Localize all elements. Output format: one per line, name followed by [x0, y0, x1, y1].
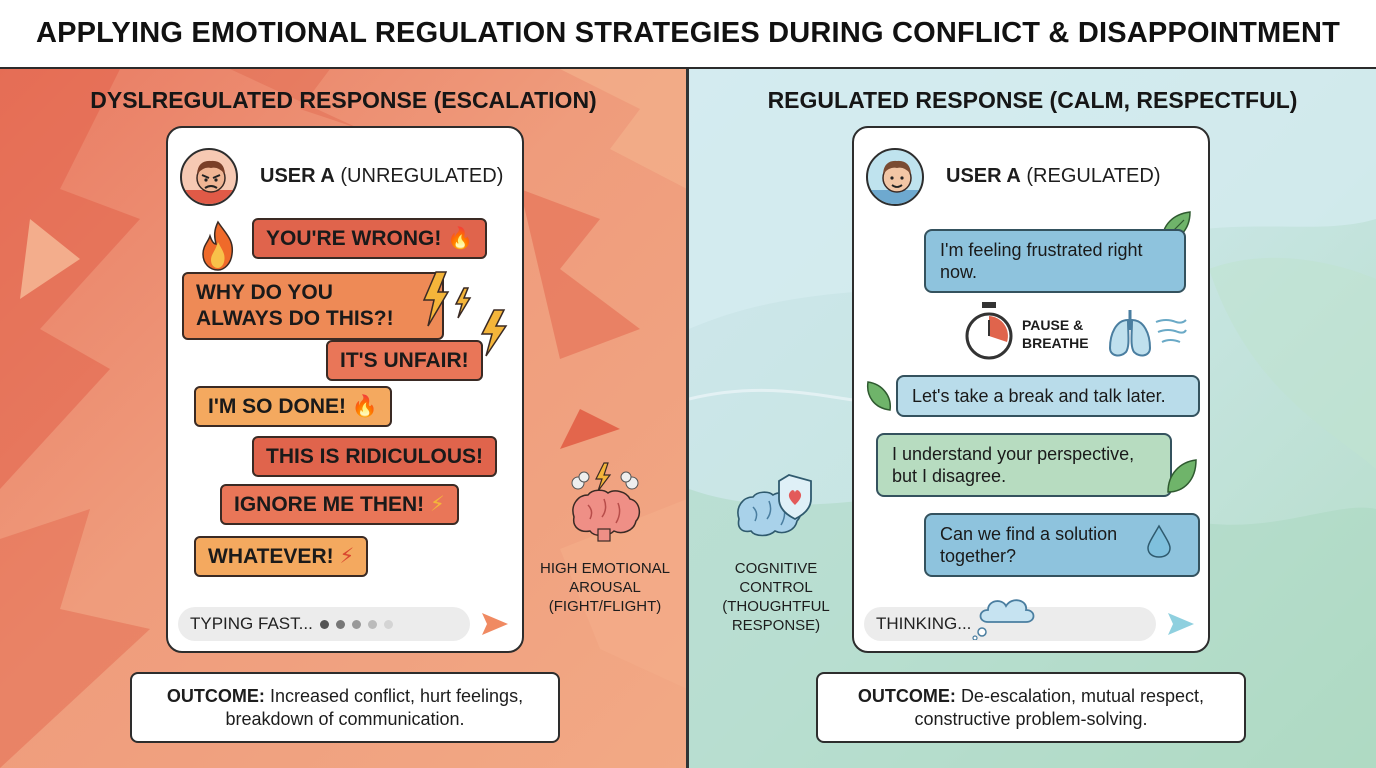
lightning-icon: ⚡: [430, 493, 445, 516]
message-bubble: WHATEVER! ⚡: [194, 536, 369, 577]
thought-cloud-icon: [972, 599, 1035, 640]
user-label-unregulated: USER A (UNREGULATED): [260, 165, 504, 187]
panel-divider: [686, 69, 689, 768]
regulated-panel: REGULATED RESPONSE (CALM, RESPECTFUL) US…: [689, 69, 1376, 768]
message-bubble: I'm feeling frustrated right now.: [924, 229, 1186, 293]
leaf-icon: [866, 381, 891, 411]
message-bubble: WHY DO YOU ALWAYS DO THIS?!: [182, 272, 444, 340]
typing-dot: [335, 619, 345, 629]
fire-icon: [202, 220, 234, 271]
message-bubble: I'M SO DONE! 🔥: [194, 386, 392, 427]
fire-icon: 🔥: [447, 227, 474, 250]
page-title: APPLYING EMOTIONAL REGULATION STRATEGIES…: [35, 17, 1341, 49]
cognitive-control-label: COGNITIVE CONTROL (THOUGHTFUL RESPONSE): [722, 560, 830, 634]
outcome-box-deescalation: OUTCOME: De-escalation, mutual respect, …: [816, 672, 1246, 743]
fire-icon: 🔥: [351, 395, 378, 418]
message-bubble: Can we find a solution together?: [924, 513, 1200, 577]
send-icon[interactable]: [480, 611, 510, 637]
right-heading: REGULATED RESPONSE (CALM, RESPECTFUL): [767, 87, 1298, 113]
message-bubble: IT'S UNFAIR!: [326, 340, 483, 381]
water-drop-icon: [1147, 524, 1171, 558]
stressed-brain-icon: [571, 462, 641, 542]
message-bubble: Let's take a break and talk later.: [896, 375, 1200, 417]
typing-dot: [319, 619, 329, 629]
lightning-icon: ⚡: [339, 545, 355, 568]
lungs-icon: [1108, 310, 1187, 357]
typing-dot: [383, 619, 393, 629]
typing-dot: [351, 619, 361, 629]
brain-shield-icon: [737, 474, 812, 537]
message-bubble: IGNORE ME THEN! ⚡: [220, 484, 459, 525]
typing-dot: [367, 619, 377, 629]
message-bubble: I understand your perspective, but I dis…: [876, 433, 1172, 497]
typing-indicator[interactable]: TYPING FAST...: [178, 607, 470, 641]
angry-face-icon: [180, 148, 238, 206]
pause-breathe-label: PAUSE & BREATHE: [1022, 317, 1089, 351]
header: APPLYING EMOTIONAL REGULATION STRATEGIES…: [0, 0, 1376, 69]
outcome-box-escalation: OUTCOME: Increased conflict, hurt feelin…: [130, 672, 560, 743]
user-label-regulated: USER A (REGULATED): [946, 165, 1161, 187]
message-bubble: YOU'RE WRONG! 🔥: [252, 218, 488, 259]
chat-window-regulated: USER A (REGULATED) I'm feeling frustrate…: [852, 126, 1210, 653]
leaf-icon: [1167, 459, 1197, 493]
send-icon[interactable]: [1166, 611, 1196, 637]
dysregulated-panel: DYSLREGULATED RESPONSE (ESCALATION) USER…: [0, 69, 687, 768]
calm-face-icon: [866, 148, 924, 206]
lightning-icon: [480, 309, 508, 357]
lightning-icon: [422, 271, 472, 327]
left-heading: DYSLREGULATED RESPONSE (ESCALATION): [90, 87, 597, 113]
arousal-label: HIGH EMOTIONAL AROUSAL (FIGHT/FLIGHT): [539, 560, 670, 615]
stopwatch-icon: [965, 302, 1013, 360]
chat-window-unregulated: USER A (UNREGULATED) YOU'RE WRONG! 🔥 WHY…: [166, 126, 524, 653]
message-bubble: THIS IS RIDICULOUS!: [252, 436, 498, 477]
jagged-background: [0, 69, 687, 768]
